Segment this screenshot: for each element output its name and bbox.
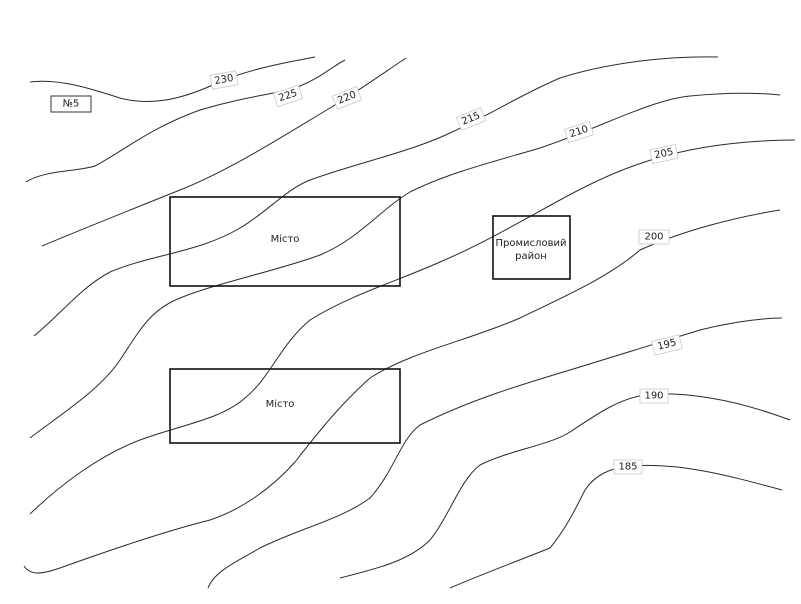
svg-text:225: 225 [277, 88, 299, 104]
svg-text:190: 190 [644, 391, 663, 402]
industrial-district-label-line2: район [515, 251, 547, 262]
svg-text:210: 210 [568, 124, 590, 140]
industrial-district-box [492, 215, 571, 280]
city-upper-box [169, 196, 401, 287]
svg-text:205: 205 [654, 147, 675, 162]
contour-label-225: 225 [272, 84, 304, 108]
city-lower-box [169, 368, 401, 444]
contour-label-230: 230 [209, 70, 239, 90]
contour-line-200 [23, 209, 781, 574]
contour-label-190: 190 [639, 388, 669, 404]
contour-line-195 [207, 317, 783, 589]
contour-label-195: 195 [651, 334, 683, 356]
contour-line-230 [29, 56, 316, 103]
city-upper-label: Місто [271, 233, 300, 245]
contour-label-185: 185 [613, 459, 643, 475]
svg-text:195: 195 [656, 337, 677, 352]
svg-text:230: 230 [214, 73, 235, 87]
contour-line-190 [339, 393, 791, 579]
contour-label-210: 210 [563, 120, 595, 144]
contour-line-185 [449, 464, 783, 589]
svg-text:№5: №5 [63, 99, 80, 110]
contour-label-200: 200 [638, 229, 670, 245]
city-lower-label: Місто [266, 398, 295, 410]
industrial-district-label-line1: Промисловий [496, 238, 567, 249]
contour-line-215 [33, 56, 719, 337]
svg-text:185: 185 [618, 462, 637, 473]
sheet-number-badge: №5 [50, 95, 92, 113]
contour-line-225 [25, 59, 346, 183]
contour-line-220 [41, 57, 407, 247]
contour-line-210 [29, 92, 781, 439]
contour-line-205 [29, 139, 796, 515]
contour-label-215: 215 [455, 107, 487, 131]
contour-label-205: 205 [649, 143, 679, 165]
svg-text:200: 200 [644, 232, 663, 243]
contour-label-220: 220 [331, 86, 363, 110]
